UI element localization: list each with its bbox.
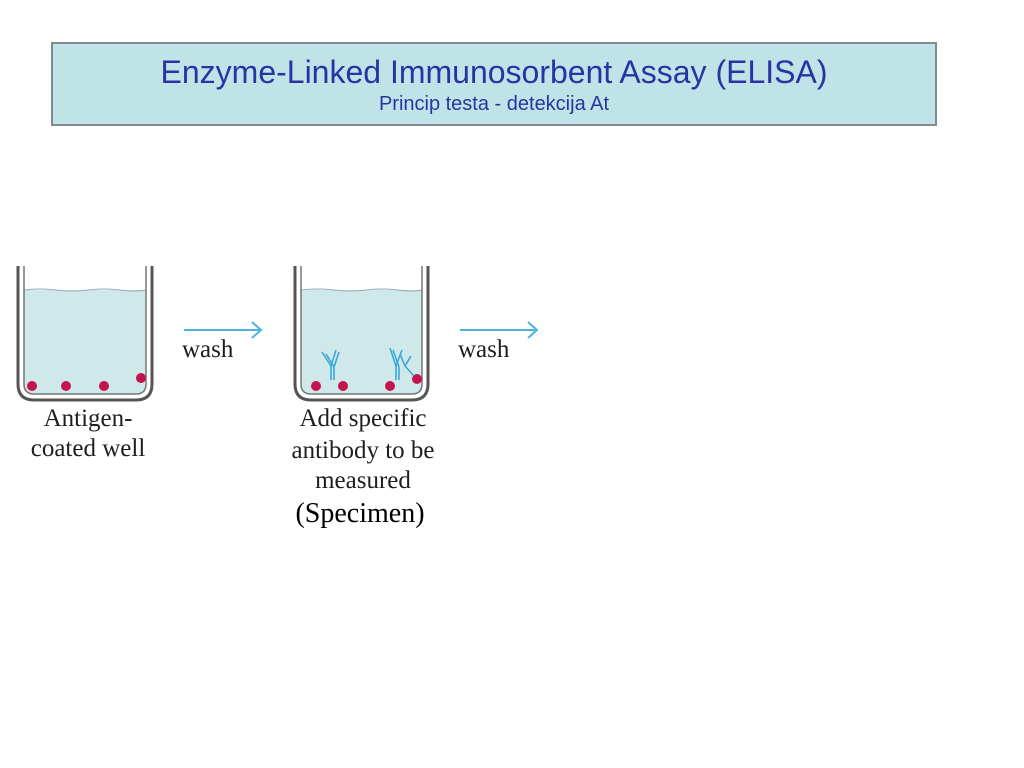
antigen-dot (338, 381, 348, 391)
antigen-dot (61, 381, 71, 391)
antigen-dot (136, 373, 146, 383)
antibody-icon (321, 349, 340, 380)
antigen-dot (412, 374, 422, 384)
well-antibody-added (293, 266, 430, 402)
well-1-liquid-surface (23, 288, 147, 292)
well-2-inner-outline (300, 266, 423, 395)
antigen-dot (27, 381, 37, 391)
antigen-dot (99, 381, 109, 391)
antigen-dot (311, 381, 321, 391)
specimen-note: (Specimen) (295, 498, 425, 529)
well-2-liquid-surface (300, 288, 423, 292)
well-1-liquid (24, 290, 146, 394)
wash-arrow-2 (460, 321, 539, 339)
well-2-outline (293, 266, 430, 402)
antibody-icon (399, 353, 415, 377)
well-1-outline (16, 266, 154, 402)
wash-label-1: wash (182, 336, 234, 363)
antibody-icon (389, 347, 403, 380)
well-1-inner-outline (23, 266, 147, 395)
step-2-label: Add specific antibody to be measured (268, 404, 458, 495)
arrow-head-icon (251, 321, 263, 339)
subtitle: Princip testa - detekcija At (378, 93, 610, 115)
step-2-label-line: antibody to be (291, 437, 435, 464)
step-2-label-line: measured (315, 467, 411, 494)
antigen-dot (385, 381, 395, 391)
step-1-label-line: Antigen- (43, 405, 133, 432)
step-2-label-line: Add specific (299, 405, 427, 432)
title-box: Enzyme-Linked Immunosorbent Assay (ELISA… (51, 42, 937, 126)
well-2-liquid (301, 290, 422, 394)
step-1-label-line: coated well (30, 435, 146, 462)
arrow-head-icon (527, 321, 539, 339)
wash-arrow-1 (184, 321, 263, 339)
well-antigen-coated (16, 266, 154, 402)
title: Enzyme-Linked Immunosorbent Assay (ELISA… (160, 54, 828, 90)
step-1-label: Antigen- coated well (8, 404, 168, 464)
wash-label-2: wash (458, 336, 510, 363)
